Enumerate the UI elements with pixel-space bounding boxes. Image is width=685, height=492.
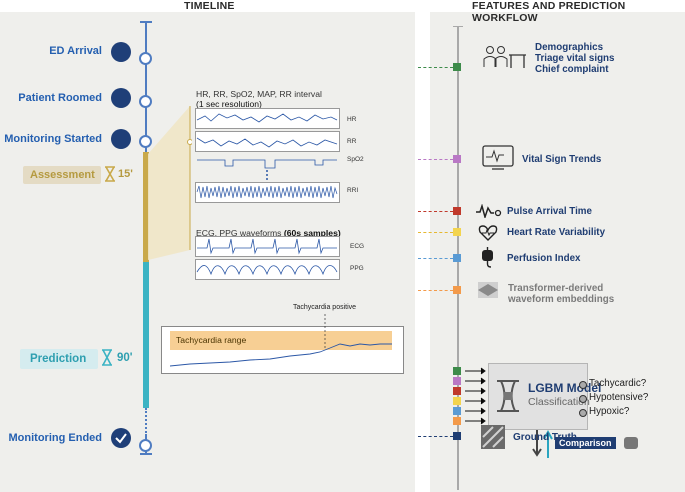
event-patient-roomed: Patient Roomed xyxy=(18,92,102,104)
check-icon xyxy=(111,428,131,448)
monitor-icon xyxy=(111,129,131,149)
vitals-label-hr: HR xyxy=(347,116,357,123)
workflow-header: FEATURES AND PREDICTION WORKFLOW xyxy=(472,0,626,24)
feature-demographics-line: Triage vital signs xyxy=(535,53,615,64)
connector-ground-truth xyxy=(418,436,453,437)
output-hypoxic: Hypoxic? xyxy=(589,406,630,417)
prediction-label xyxy=(20,349,98,369)
ground-truth-label: Ground Truth xyxy=(513,432,577,443)
marker-demographics xyxy=(453,63,461,71)
feature-vital-trends: Vital Sign Trends xyxy=(522,154,602,165)
vitals-title: HR, RR, SpO2, MAP, RR interval xyxy=(196,89,322,99)
connector-vital-trends xyxy=(418,159,453,160)
connector-pulse-arrival xyxy=(418,211,453,212)
output-bubble xyxy=(579,381,587,389)
connector-perfusion xyxy=(418,258,453,259)
timeline-bottom-cap xyxy=(140,453,152,455)
marker-pulse-arrival xyxy=(453,207,461,215)
prediction-text: Prediction xyxy=(30,353,87,365)
prediction-trend-line xyxy=(170,314,392,367)
feature-pulse-arrival: Pulse Arrival Time xyxy=(507,206,592,217)
connector-demographics xyxy=(418,67,453,68)
vitals-label-spo2: SpO2 xyxy=(347,156,364,163)
output-bubble xyxy=(579,409,587,417)
heart-icon xyxy=(478,225,498,241)
waveform-label-ecg: ECG xyxy=(350,243,365,250)
assessment-segment xyxy=(143,152,149,262)
node-monitoring-ended xyxy=(139,439,152,452)
connector-transformer xyxy=(418,290,453,291)
node-ed-arrival xyxy=(139,52,152,65)
feature-transformer: Transformer-derived waveform embeddings xyxy=(508,283,614,305)
prediction-time: 90' xyxy=(117,352,133,364)
model-graph-icon xyxy=(497,380,519,412)
monitor-icon xyxy=(482,145,514,170)
connector-hrv xyxy=(418,232,453,233)
ambulance-icon xyxy=(111,42,131,62)
marker-ground-truth xyxy=(453,432,461,440)
model-subtitle: Classification xyxy=(528,396,590,408)
feature-perfusion: Perfusion Index xyxy=(507,253,581,264)
timeline-top-cap xyxy=(140,21,152,23)
assessment-label xyxy=(23,166,101,184)
bed-icon xyxy=(111,88,131,108)
event-monitoring-ended: Monitoring Ended xyxy=(8,432,102,444)
node-monitoring-started xyxy=(139,135,152,148)
marker-hrv xyxy=(453,228,461,236)
feature-hrv: Heart Rate Variability xyxy=(507,227,606,238)
waveforms-title: ECG, PPG waveforms (60s samples) xyxy=(196,228,341,238)
feature-demographics-line: Demographics xyxy=(535,42,604,53)
model-input-arrows xyxy=(453,367,486,425)
timeline-axis-top xyxy=(145,22,147,152)
feature-transformer-line: Transformer-derived xyxy=(508,283,604,294)
feature-transformer-line: waveform embeddings xyxy=(508,294,615,305)
hourglass-icon xyxy=(104,166,116,187)
assessment-time: 15' xyxy=(118,168,133,180)
assessment-text: Assessment xyxy=(30,169,95,181)
vitals-label-rri: RRI xyxy=(347,187,359,194)
transformer-icon xyxy=(478,282,498,298)
feature-demographics-line: Chief complaint xyxy=(535,64,609,75)
people-table-icon xyxy=(483,46,526,68)
node-patient-roomed xyxy=(139,95,152,108)
comparison-arrows xyxy=(532,429,553,458)
workflow-axis-cap xyxy=(453,26,463,27)
comparison-label: Comparison xyxy=(555,437,616,449)
zoom-wedge xyxy=(148,106,192,260)
marker-perfusion xyxy=(453,254,461,262)
waveforms-title-sub: (60s samples) xyxy=(283,228,341,238)
waveform-signals xyxy=(195,236,340,280)
blood-bag-icon xyxy=(482,247,493,268)
vitals-subtitle: (1 sec resolution) xyxy=(196,99,262,109)
timeline-header: TIMELINE xyxy=(184,0,235,12)
waveform-label-ppg: PPG xyxy=(350,265,364,272)
timeline-axis-dotted xyxy=(145,408,147,436)
tachycardia-range-label: Tachycardia range xyxy=(176,335,247,345)
prediction-segment xyxy=(143,262,149,408)
output-hypotensive: Hypotensive? xyxy=(589,392,649,403)
vitals-signals xyxy=(195,108,340,203)
event-ed-arrival: ED Arrival xyxy=(49,45,102,57)
output-bubble xyxy=(579,395,587,403)
marker-transformer xyxy=(453,286,461,294)
tachycardia-positive-label: Tachycardia positive xyxy=(293,304,357,311)
handshake-icon xyxy=(624,437,638,449)
event-monitoring-started: Monitoring Started xyxy=(4,133,102,145)
vitals-label-rr: RR xyxy=(347,138,357,145)
hourglass-icon xyxy=(101,349,113,371)
marker-vital-trends xyxy=(453,155,461,163)
pulse-wave-icon xyxy=(476,204,502,218)
feature-demographics: Demographics Triage vital signs Chief co… xyxy=(535,42,615,75)
ground-truth-icon xyxy=(481,425,505,449)
waveforms-title-main: ECG, PPG waveforms xyxy=(196,228,282,238)
output-tachycardic: Tachycardic? xyxy=(589,378,647,389)
